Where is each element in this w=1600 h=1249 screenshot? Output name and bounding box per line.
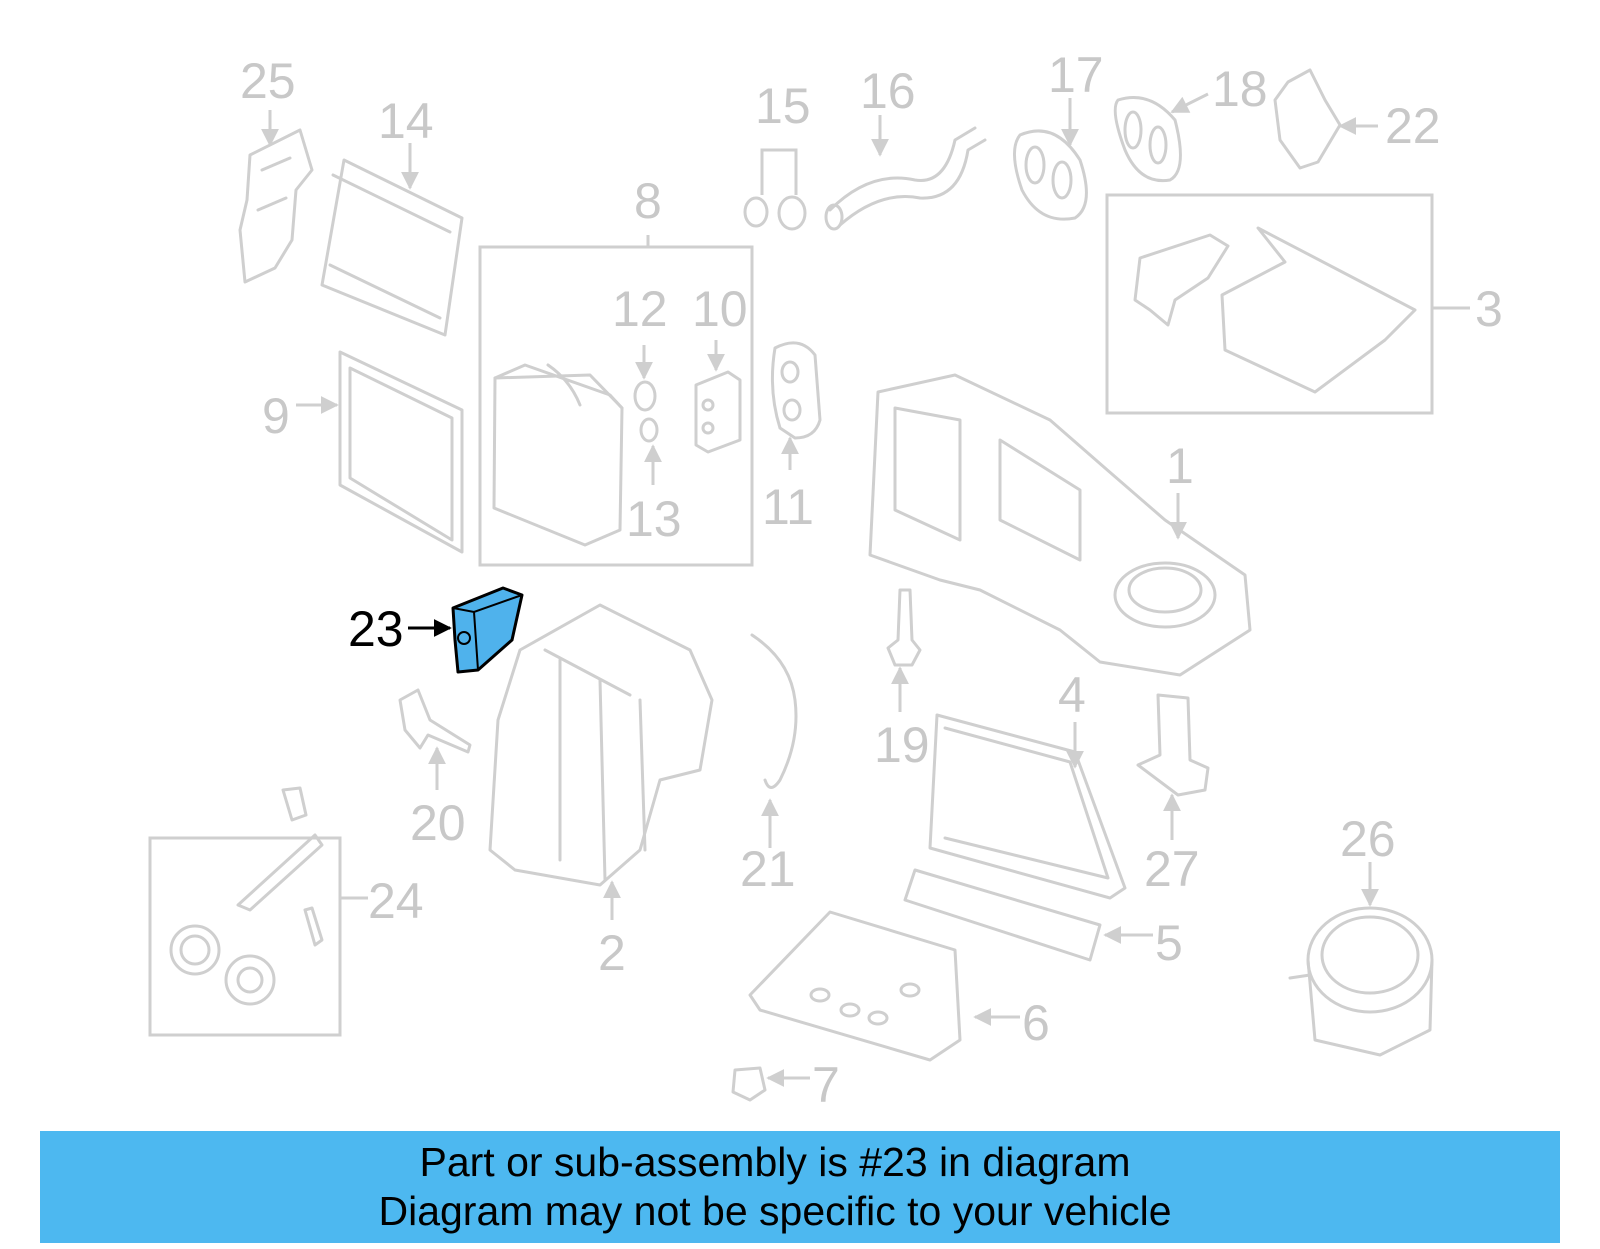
part-25-bracket	[238, 128, 314, 284]
callout-15: 15	[755, 78, 811, 134]
callout-8: 8	[634, 173, 662, 229]
part-27-resistor	[1136, 693, 1210, 797]
part-8-evaporator	[492, 363, 624, 547]
part-2-housing	[488, 603, 714, 887]
callout-25: 25	[240, 53, 296, 109]
part-10-valve	[694, 370, 742, 454]
callout-1: 1	[1166, 438, 1194, 494]
callout-13: 13	[626, 491, 682, 547]
callout-6: 6	[1022, 995, 1050, 1051]
callout-labels: 25 14 8 15 16 17 18 22 3 12 10 9 13 11 1…	[240, 47, 1503, 1113]
callout-10: 10	[692, 281, 748, 337]
callout-16: 16	[860, 63, 916, 119]
callout-9: 9	[262, 388, 290, 444]
part-17-gasket	[1013, 129, 1088, 221]
part-12-oring	[633, 380, 657, 412]
callout-3: 3	[1475, 281, 1503, 337]
part-15-ring-a	[743, 196, 769, 228]
part-5-seal	[903, 868, 1102, 962]
callout-22: 22	[1385, 98, 1441, 154]
callout-23-highlighted: 23	[348, 601, 404, 657]
callout-20: 20	[410, 795, 466, 851]
frame-8	[478, 245, 754, 567]
part-13-oring	[639, 417, 659, 443]
part-6-tray	[748, 910, 962, 1062]
part-9-frame	[338, 350, 464, 554]
part-20-sensor	[398, 688, 472, 754]
callout-4: 4	[1058, 667, 1086, 723]
part-23-module	[451, 586, 524, 674]
part-4-filter	[928, 713, 1127, 900]
callout-14: 14	[378, 93, 434, 149]
part-26-blower	[1288, 906, 1434, 1057]
banner-line-1: Part or sub-assembly is #23 in diagram	[419, 1139, 1131, 1185]
callout-2: 2	[598, 925, 626, 981]
part-16-pipe	[824, 126, 987, 231]
part-18-gasket	[1113, 96, 1182, 183]
leader-lines	[261, 92, 1470, 1087]
part-7-clip	[731, 1066, 767, 1102]
part-24-parts	[169, 786, 324, 1006]
callout-11: 11	[762, 479, 814, 535]
part-14-filter	[320, 158, 464, 337]
callout-21: 21	[740, 841, 796, 897]
part-3-duct	[1133, 226, 1417, 394]
callout-24: 24	[368, 873, 424, 929]
part-1-housing	[868, 373, 1252, 677]
frame-24	[148, 836, 342, 1037]
info-banner: Part or sub-assembly is #23 in diagram D…	[40, 1131, 1560, 1243]
part-11-seal	[770, 341, 822, 440]
callout-5: 5	[1155, 915, 1183, 971]
part-22-actuator	[1273, 68, 1342, 170]
banner-line-2: Diagram may not be specific to your vehi…	[378, 1188, 1172, 1234]
callout-12: 12	[612, 281, 668, 337]
part-19-sensor	[886, 588, 922, 667]
frame-3	[1105, 193, 1434, 415]
callout-26: 26	[1340, 811, 1396, 867]
callout-18: 18	[1212, 61, 1268, 117]
part-15-ring-b	[777, 195, 807, 231]
callout-19: 19	[874, 717, 930, 773]
callout-17: 17	[1048, 47, 1104, 103]
callout-7: 7	[812, 1057, 840, 1113]
part-21-hose	[750, 633, 798, 789]
callout-27: 27	[1144, 841, 1200, 897]
